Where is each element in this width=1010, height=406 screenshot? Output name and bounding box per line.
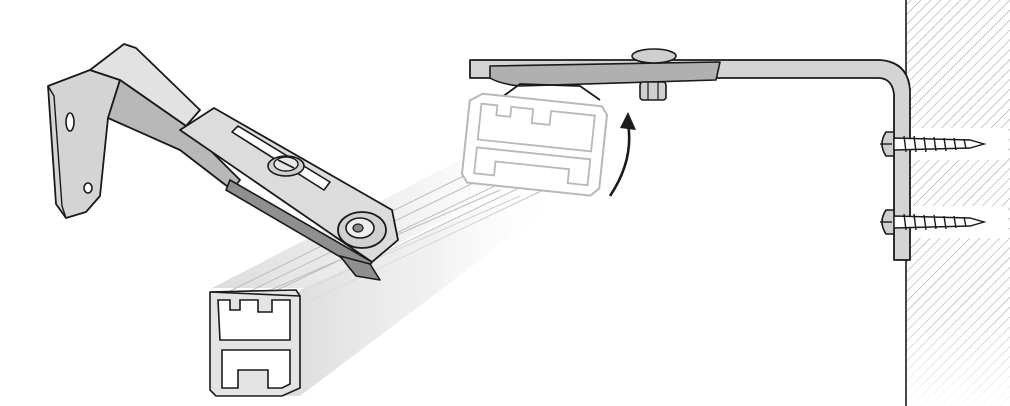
wall-bracket-profile xyxy=(469,48,911,261)
sliding-arm xyxy=(179,107,399,281)
wall-screw-lower xyxy=(880,209,987,235)
wall-bracket xyxy=(47,43,241,219)
track-side-face xyxy=(282,190,560,396)
side-view xyxy=(460,0,1010,406)
slide-plate xyxy=(489,61,721,87)
curtain-track xyxy=(209,160,561,397)
clip-hook xyxy=(339,255,381,281)
rotation-arrow xyxy=(608,112,636,197)
mounting-slot-upper xyxy=(65,112,75,132)
perspective-view xyxy=(47,43,561,397)
clip-nut xyxy=(639,81,667,101)
bracket-wall-plate-edge xyxy=(47,85,67,219)
bracket-profile-body xyxy=(469,59,911,261)
adjustment-screw xyxy=(267,155,305,177)
wall xyxy=(905,0,1010,406)
mounting-hole-lower xyxy=(83,182,93,194)
track-end-profile xyxy=(209,289,301,397)
track-profile xyxy=(460,92,609,197)
clip-spring xyxy=(497,83,601,101)
wall-screw-upper xyxy=(880,131,987,157)
bracket-wall-plate xyxy=(47,69,121,219)
clip-bolt xyxy=(337,211,387,249)
wall-fade xyxy=(906,0,1010,406)
bracket-arm-side xyxy=(107,79,241,191)
slide-screw-head xyxy=(631,48,677,64)
